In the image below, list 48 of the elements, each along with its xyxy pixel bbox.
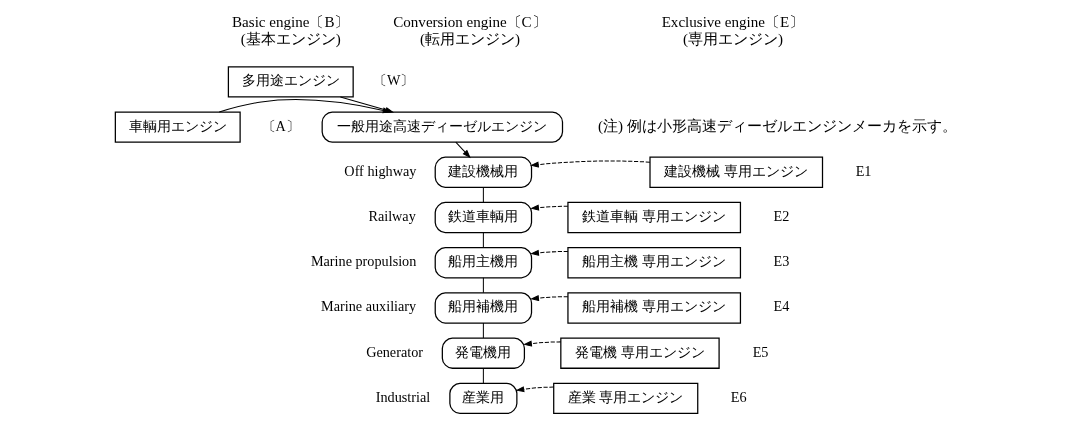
node-label: 〔W〕 xyxy=(372,72,414,89)
arrow xyxy=(454,141,470,158)
node-label: E1 xyxy=(855,162,871,179)
node-box: 船用主機用 xyxy=(434,247,532,279)
node-label: E5 xyxy=(752,343,768,360)
connector xyxy=(482,367,484,384)
label: (専用エンジン) xyxy=(682,30,783,47)
node-label: Railway xyxy=(367,207,416,224)
arrow xyxy=(516,386,554,393)
connector xyxy=(482,232,484,248)
node-box: 建設機械 専用エンジン xyxy=(648,156,823,188)
arrow xyxy=(523,340,561,347)
arrow xyxy=(530,295,568,301)
connector xyxy=(482,186,484,203)
node-label: 〔A〕 xyxy=(261,117,300,134)
node-box: 鉄道車輌 専用エンジン xyxy=(566,201,741,234)
label: Exclusive engine〔E〕 xyxy=(661,13,804,30)
connector xyxy=(482,322,484,339)
node-box: 船用補機 専用エンジン xyxy=(566,292,741,324)
node-label: E4 xyxy=(773,298,789,315)
arrow xyxy=(530,160,650,168)
node-box: 建設機械用 xyxy=(434,156,532,188)
node-box: 産業 専用エンジン xyxy=(552,382,698,415)
node-label: Off highway xyxy=(343,162,416,179)
arrow xyxy=(530,204,568,211)
label: (注) 例は小形高速ディーゼルエンジンメーカを示す。 xyxy=(597,117,957,134)
node-box: 多用途エンジン xyxy=(227,66,354,98)
node-label: E3 xyxy=(773,253,789,270)
node-box: 船用補機用 xyxy=(434,292,532,324)
node-box: 船用主機 専用エンジン xyxy=(566,247,741,279)
node-label: E2 xyxy=(773,207,789,224)
node-label: Industrial xyxy=(375,388,430,405)
node-label: Marine auxiliary xyxy=(320,298,416,315)
label: (基本エンジン) xyxy=(240,30,341,47)
node-box: 発電機用 xyxy=(441,337,525,369)
node-box: 一般用途高速ディーゼルエンジン xyxy=(321,111,563,143)
node-label: Generator xyxy=(365,343,423,360)
node-box: 産業用 xyxy=(448,382,517,415)
node-label: E6 xyxy=(730,388,747,405)
label: Conversion engine〔C〕 xyxy=(392,13,547,30)
node-box: 鉄道車輌用 xyxy=(434,201,532,234)
connector xyxy=(482,277,484,294)
node-box: 発電機 専用エンジン xyxy=(559,337,720,369)
node-label: Marine propulsion xyxy=(310,253,416,270)
node-box: 車輌用エンジン xyxy=(114,111,241,143)
arrow xyxy=(530,250,568,256)
label: (転用エンジン) xyxy=(419,30,520,47)
label: Basic engine〔B〕 xyxy=(231,13,349,30)
